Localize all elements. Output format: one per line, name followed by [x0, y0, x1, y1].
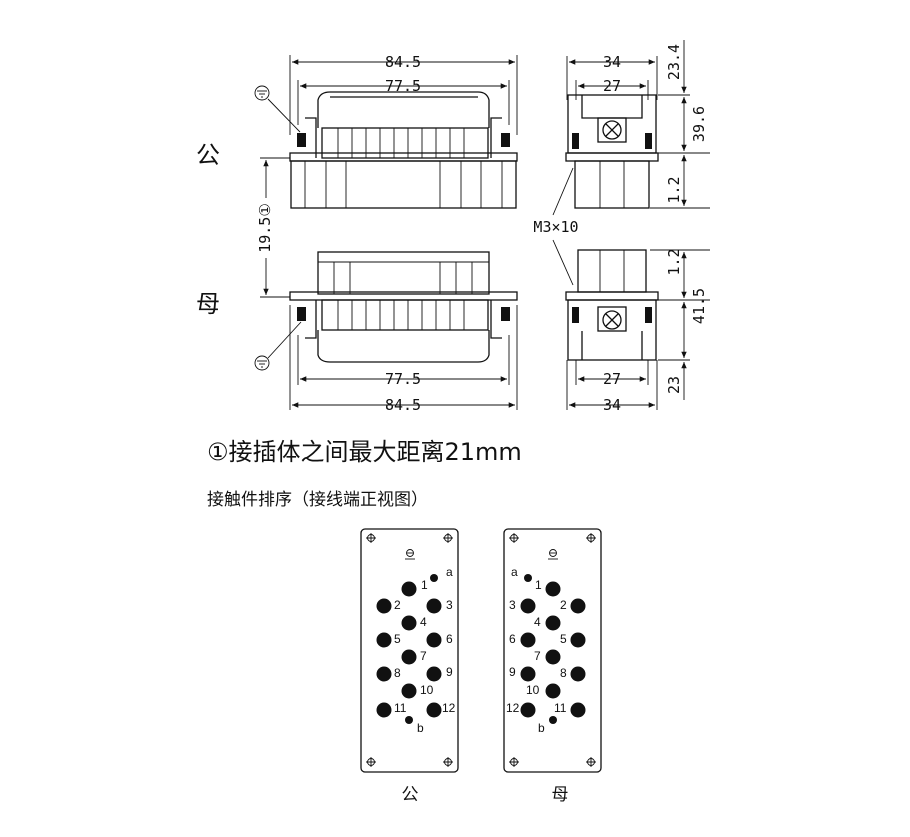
female-pin-11: 11 [554, 701, 567, 715]
dim-27-bottom: 27 [603, 370, 621, 388]
female-pin-9: 9 [509, 665, 516, 679]
dim-41-5: 41.5 [690, 288, 708, 324]
female-pin-b: b [538, 721, 545, 735]
screw-label: M3×10 [533, 218, 578, 236]
male-pin-face: a 1 2 3 4 5 6 7 8 9 10 11 12 b [360, 528, 459, 773]
male-front-view: 84.5 77.5 [254, 53, 518, 209]
male-pin-12: 12 [442, 701, 456, 715]
ground-icon-top [254, 85, 301, 133]
ground-icon-bottom [254, 321, 302, 371]
right-dimensions: 23.4 39.6 1.2 1.2 41.5 23 [650, 40, 710, 400]
male-pin-4: 4 [420, 615, 427, 629]
female-pin-face: a 1 3 2 4 6 5 7 9 8 10 12 11 b [503, 528, 602, 773]
male-label: 公 [196, 141, 220, 169]
dim-84-5-bottom: 84.5 [385, 396, 421, 414]
dim-23-4: 23.4 [665, 44, 683, 80]
male-pin-a: a [446, 565, 453, 579]
female-pin-10: 10 [526, 683, 540, 697]
female-pin-4: 4 [534, 615, 541, 629]
dim-19-5: 19.5① [256, 203, 274, 253]
pin-order-heading: 接触件排序（接线端正视图） [207, 490, 428, 510]
male-pin-9: 9 [446, 665, 453, 679]
male-face-label: 公 [402, 785, 419, 805]
dim-84-5-top: 84.5 [385, 53, 421, 71]
dim-1-2-top: 1.2 [665, 176, 683, 203]
male-pin-5: 5 [394, 632, 401, 646]
female-pin-7: 7 [534, 649, 541, 663]
male-side-view: 34 27 [565, 53, 659, 209]
female-label: 母 [196, 290, 220, 318]
male-pin-7: 7 [420, 649, 427, 663]
dim-77-5-bottom: 77.5 [385, 370, 421, 388]
dim-34-top: 34 [603, 53, 621, 71]
male-pin-2: 2 [394, 598, 401, 612]
female-pin-8: 8 [560, 666, 567, 680]
note-max-distance: ①接插体之间最大距离21mm [207, 438, 522, 466]
female-pin-1: 1 [535, 578, 542, 592]
male-pin-10: 10 [420, 683, 434, 697]
dim-23: 23 [665, 376, 683, 394]
female-pin-6: 6 [509, 632, 516, 646]
screw-callout: M3×10 [533, 167, 579, 286]
male-pin-1: 1 [421, 578, 428, 592]
dim-27-top: 27 [603, 77, 621, 95]
female-side-view: 27 34 [565, 249, 659, 414]
dim-1-2-bottom: 1.2 [665, 248, 683, 275]
female-front-view: 77.5 84.5 [254, 251, 518, 414]
female-pin-5: 5 [560, 632, 567, 646]
male-pin-b: b [417, 721, 424, 735]
male-pin-6: 6 [446, 632, 453, 646]
dim-34-bottom: 34 [603, 396, 621, 414]
gap-dimension: 19.5① [255, 157, 290, 298]
female-face-label: 母 [552, 785, 569, 805]
female-pin-a: a [511, 565, 518, 579]
female-pin-12: 12 [506, 701, 520, 715]
male-pin-8: 8 [394, 666, 401, 680]
female-pin-2: 2 [560, 598, 567, 612]
dim-39-6: 39.6 [690, 106, 708, 142]
male-pin-11: 11 [394, 701, 407, 715]
female-pin-3: 3 [509, 598, 516, 612]
dim-77-5-top: 77.5 [385, 77, 421, 95]
male-pin-3: 3 [446, 598, 453, 612]
